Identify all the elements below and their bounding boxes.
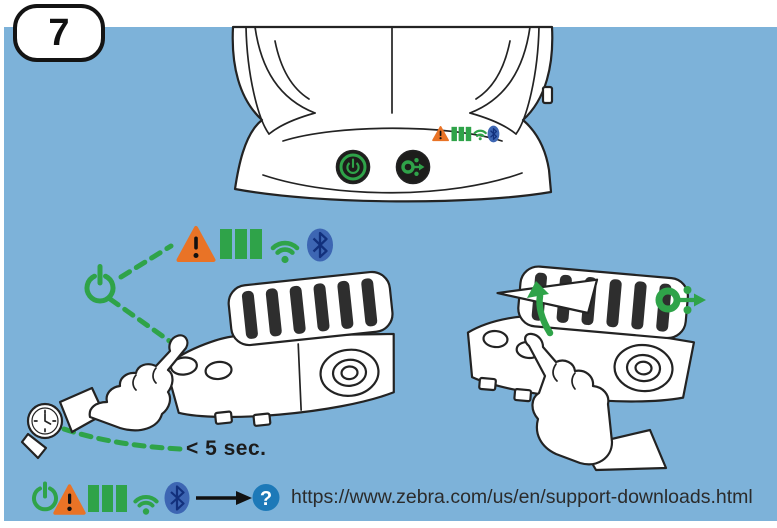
belt-clip (252, 412, 272, 427)
hold-duration-label: < 5 sec. (186, 437, 267, 460)
belt-clip (513, 388, 533, 403)
battery-level-icon (220, 229, 262, 259)
warning-icon (176, 226, 216, 262)
step-number: 7 (48, 11, 70, 54)
belt-clip (478, 376, 497, 392)
media-feed-icon (655, 286, 706, 314)
belt-clip (214, 410, 233, 425)
side-latch (541, 85, 554, 105)
hand-pressing-feed (524, 332, 668, 472)
power-button (482, 329, 509, 349)
battery-level-icon (451, 126, 472, 142)
right-arrow-icon (196, 491, 252, 505)
power-icon (84, 264, 116, 304)
feed-instruction (466, 265, 706, 472)
support-row: ? (32, 481, 280, 515)
help-icon: ? (252, 484, 280, 511)
wristwatch (20, 402, 64, 460)
dashed-connector (118, 243, 174, 280)
feed-button (204, 360, 233, 381)
roll-cover-ribs (241, 278, 378, 339)
bluetooth-icon (487, 125, 500, 143)
battery-level-icon (88, 485, 127, 512)
power-icon (32, 481, 58, 512)
step-badge: 7 (13, 4, 105, 62)
support-url[interactable]: https://www.zebra.com/us/en/support-down… (291, 486, 753, 508)
printer-left (164, 270, 395, 427)
wifi-icon (270, 240, 300, 264)
dashed-connector (61, 426, 184, 452)
status-icon-row (176, 226, 333, 264)
dashed-connector (107, 296, 181, 350)
power-on-instruction (20, 226, 395, 460)
bluetooth-icon (307, 228, 333, 262)
power-button (335, 149, 371, 185)
help-glyph: ? (260, 488, 272, 510)
status-icon-strip (432, 125, 500, 143)
warning-icon (432, 126, 449, 142)
wifi-icon (133, 495, 159, 515)
bluetooth-icon (164, 482, 190, 514)
printer-top-view (231, 25, 554, 203)
warning-icon (53, 484, 86, 515)
wifi-icon (473, 129, 487, 141)
paper-advance-arrow (527, 281, 554, 337)
media-feed-button (395, 149, 431, 185)
hand-pressing-power (20, 334, 189, 460)
paper-exit (496, 278, 599, 315)
